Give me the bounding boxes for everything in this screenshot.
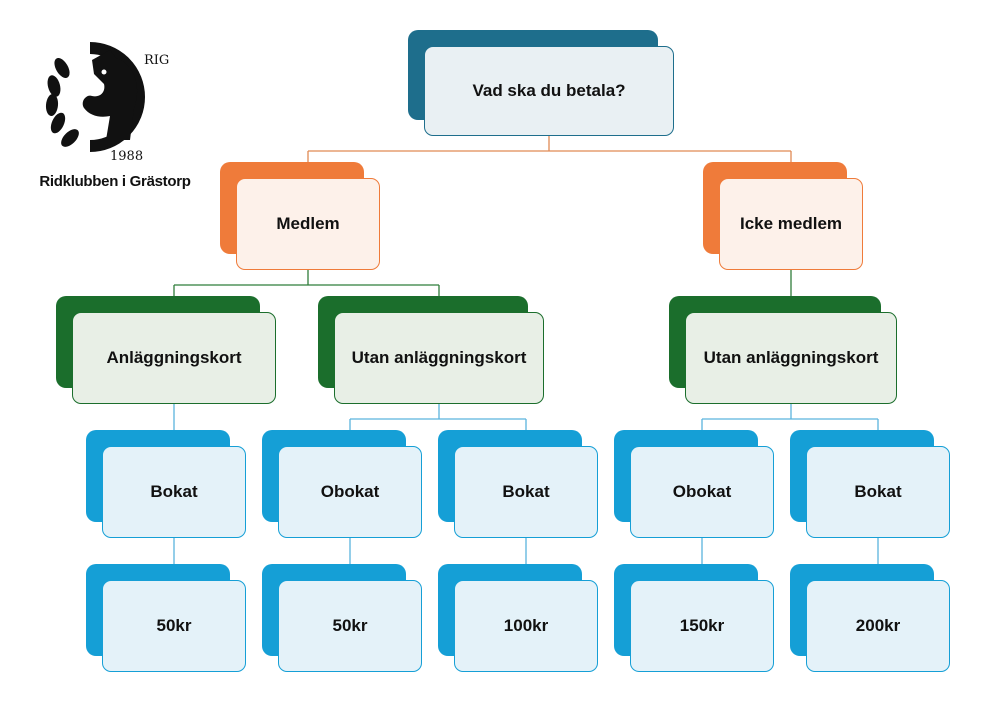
node-label: Icke medlem bbox=[719, 178, 863, 270]
node-member: Medlem bbox=[220, 162, 380, 270]
node-p2: 50kr bbox=[262, 564, 422, 672]
node-label: Obokat bbox=[278, 446, 422, 538]
svg-text:RIG: RIG bbox=[144, 53, 169, 68]
node-m-nocard: Utan anläggningskort bbox=[318, 296, 544, 404]
node-label: Bokat bbox=[454, 446, 598, 538]
node-label: 50kr bbox=[278, 580, 422, 672]
node-label: Utan anläggningskort bbox=[334, 312, 544, 404]
node-n-nocard: Utan anläggningskort bbox=[669, 296, 897, 404]
svg-text:1988: 1988 bbox=[110, 149, 143, 164]
node-root: Vad ska du betala? bbox=[408, 30, 674, 136]
node-label: 100kr bbox=[454, 580, 598, 672]
connector-member bbox=[173, 270, 440, 296]
node-b3: Bokat bbox=[438, 430, 598, 538]
node-label: 150kr bbox=[630, 580, 774, 672]
node-b5: Bokat bbox=[790, 430, 950, 538]
node-b2: Obokat bbox=[262, 430, 422, 538]
node-label: Bokat bbox=[102, 446, 246, 538]
node-p3: 100kr bbox=[438, 564, 598, 672]
connector-m-nocard bbox=[349, 404, 527, 430]
club-logo: RIG 1988 Ridklubben i Grästorp bbox=[30, 28, 200, 198]
node-label: 50kr bbox=[102, 580, 246, 672]
node-label: Bokat bbox=[806, 446, 950, 538]
node-nonmember: Icke medlem bbox=[703, 162, 863, 270]
node-label: Vad ska du betala? bbox=[424, 46, 674, 136]
node-p5: 200kr bbox=[790, 564, 950, 672]
node-label: 200kr bbox=[806, 580, 950, 672]
node-p1: 50kr bbox=[86, 564, 246, 672]
club-name: Ridklubben i Grästorp bbox=[39, 173, 191, 190]
node-label: Obokat bbox=[630, 446, 774, 538]
connector-root bbox=[307, 136, 792, 162]
node-p4: 150kr bbox=[614, 564, 774, 672]
connector-n-nocard bbox=[701, 404, 879, 430]
node-m-card: Anläggningskort bbox=[56, 296, 276, 404]
node-label: Anläggningskort bbox=[72, 312, 276, 404]
node-label: Utan anläggningskort bbox=[685, 312, 897, 404]
node-b1: Bokat bbox=[86, 430, 246, 538]
horse-head-icon: RIG 1988 bbox=[45, 42, 169, 164]
node-label: Medlem bbox=[236, 178, 380, 270]
node-b4: Obokat bbox=[614, 430, 774, 538]
